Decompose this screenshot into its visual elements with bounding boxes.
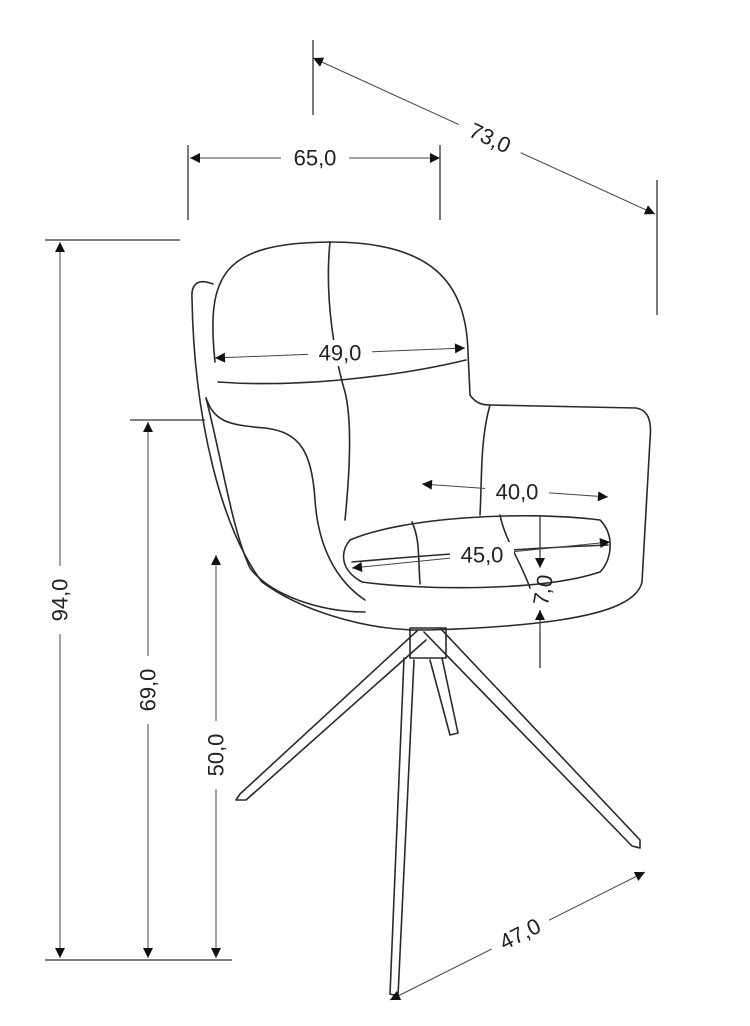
left-arm — [205, 397, 366, 601]
leg-back — [429, 657, 459, 736]
leg-front — [389, 657, 415, 997]
right-arm — [411, 394, 652, 631]
back-seam-horizontal — [217, 359, 467, 385]
backrest — [212, 241, 471, 396]
chair-drawing — [191, 241, 652, 997]
label-armrest-height: 69,0 — [136, 669, 161, 712]
dimension-labels: 73,0 65,0 94,0 69,0 50,0 49,0 40,0 45,0 — [46, 110, 558, 961]
label-seat-depth: 40,0 — [496, 480, 539, 505]
dimension-lines — [55, 57, 656, 1001]
left-arm-front — [205, 397, 366, 613]
back-seam-vertical — [327, 241, 351, 521]
left-shell — [191, 280, 413, 631]
label-total-height: 94,0 — [48, 579, 73, 622]
extension-lines — [45, 40, 658, 961]
seat — [342, 514, 611, 589]
label-seat-thickness: 7,0 — [528, 573, 558, 607]
right-arm-inner — [479, 404, 491, 516]
label-seat-width: 45,0 — [461, 543, 504, 568]
label-seat-height: 50,0 — [204, 734, 229, 777]
leg-right — [423, 627, 641, 849]
leg-left — [235, 629, 427, 801]
label-width: 65,0 — [294, 146, 337, 171]
label-back-width: 49,0 — [319, 341, 362, 366]
swivel-post — [409, 627, 447, 659]
